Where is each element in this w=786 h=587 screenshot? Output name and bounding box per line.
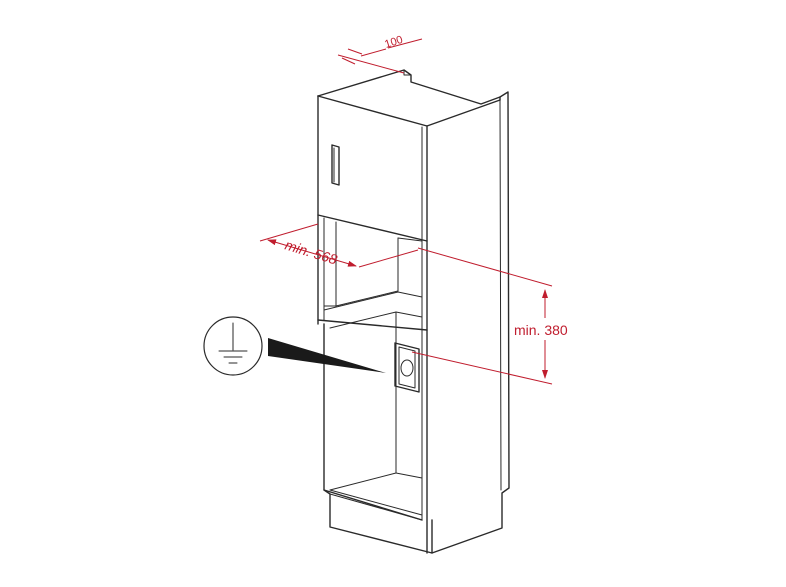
oven-compartment-floor-right — [395, 472, 423, 479]
oven-compartment-top-right — [395, 311, 423, 318]
cabinet-right-side — [431, 91, 510, 554]
cabinet-top-front — [317, 95, 501, 127]
tall-cabinet — [317, 69, 510, 554]
shelf-top — [323, 291, 423, 311]
ground-symbol-icon — [203, 316, 263, 376]
oven-compartment-frame — [323, 323, 423, 521]
shelf-front-edge — [317, 319, 428, 331]
dimension-width: min. 568 — [259, 223, 419, 268]
oven-compartment-floor-front — [329, 489, 423, 516]
dimension-label-width: min. 568 — [283, 237, 339, 268]
dimension-label-height: min. 380 — [514, 322, 568, 338]
pointer-arrow-icon — [268, 338, 386, 373]
oven-compartment-back-left — [329, 311, 397, 491]
dimension-depth-gap: 100 — [337, 34, 423, 74]
door-handle — [331, 144, 340, 186]
top-notch — [403, 69, 412, 76]
electrical-socket-icon — [394, 342, 420, 393]
dimension-height: min. 380 — [411, 247, 584, 385]
right-side-inner-edge — [499, 99, 502, 491]
niche-back-wall — [335, 221, 399, 307]
cabinet-plinth — [323, 489, 433, 554]
niche-top-edge — [397, 237, 423, 242]
plinth-top-line — [329, 493, 423, 521]
dimension-label-depth-gap: 100 — [383, 34, 404, 51]
